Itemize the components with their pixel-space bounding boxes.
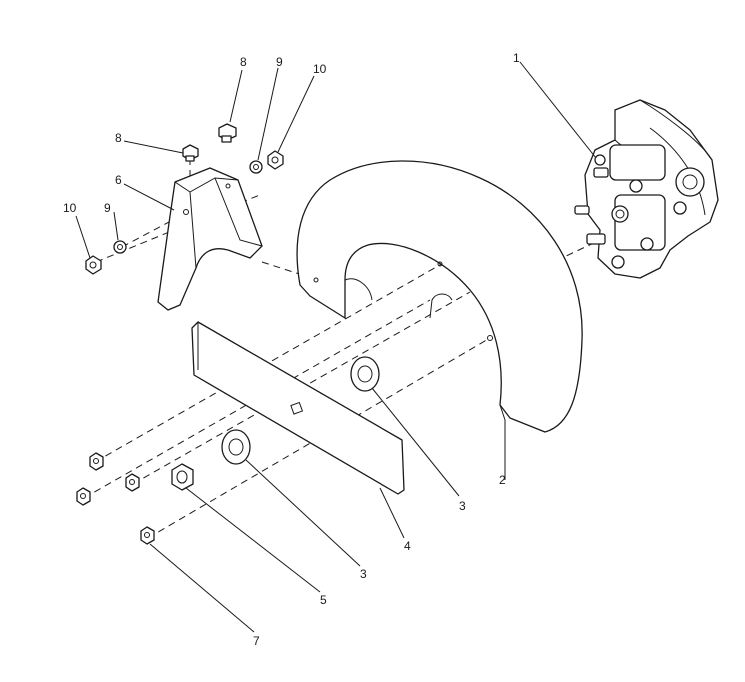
callout-3-lower: 3 bbox=[360, 567, 367, 581]
callout-8-upper: 8 bbox=[240, 55, 247, 69]
blade-nut bbox=[171, 463, 194, 491]
callout-9-lower: 9 bbox=[104, 201, 111, 215]
nut-part-7 bbox=[140, 526, 155, 545]
callout-7: 7 bbox=[253, 634, 260, 648]
washer-lower bbox=[221, 429, 251, 465]
callout-8-lower: 8 bbox=[115, 131, 122, 145]
nut-left-1 bbox=[89, 452, 104, 471]
small-washer-left bbox=[113, 240, 127, 254]
small-washer-right bbox=[249, 160, 263, 174]
callout-2: 2 bbox=[499, 473, 506, 487]
bolt-upper bbox=[218, 123, 237, 143]
mounting-bracket bbox=[157, 167, 263, 311]
callout-4: 4 bbox=[404, 539, 411, 553]
callout-6: 6 bbox=[115, 173, 122, 187]
washer-upper bbox=[350, 356, 380, 392]
callout-1: 1 bbox=[513, 51, 520, 65]
callout-9-upper: 9 bbox=[276, 55, 283, 69]
callout-3-upper: 3 bbox=[459, 499, 466, 513]
blade bbox=[191, 321, 405, 495]
leader-lines bbox=[75, 61, 597, 633]
nut-left-3 bbox=[125, 473, 140, 492]
nut-left-2 bbox=[76, 487, 91, 506]
gearbox bbox=[574, 99, 719, 279]
callout-labels: 1 2 3 3 4 5 6 7 8 8 9 9 10 10 bbox=[63, 51, 520, 648]
callout-10-lower: 10 bbox=[63, 201, 77, 215]
flange-nut-right bbox=[267, 150, 284, 170]
blade-guard bbox=[296, 160, 583, 480]
callout-10-upper: 10 bbox=[313, 62, 327, 76]
flange-nut-left bbox=[85, 255, 102, 275]
bolt-lower bbox=[182, 144, 199, 162]
callout-5: 5 bbox=[320, 593, 327, 607]
